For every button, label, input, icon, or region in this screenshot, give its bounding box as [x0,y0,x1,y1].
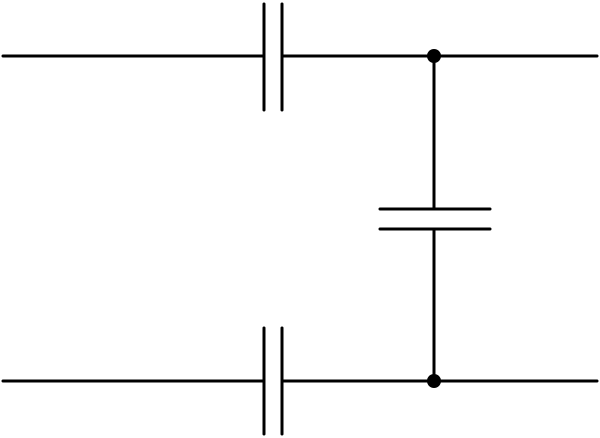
top-capacitor [262,2,284,112]
shunt-capacitor [378,207,492,231]
junction-dot-top [427,49,441,63]
junction-dot-bottom [427,374,441,388]
bottom-capacitor [262,326,284,436]
